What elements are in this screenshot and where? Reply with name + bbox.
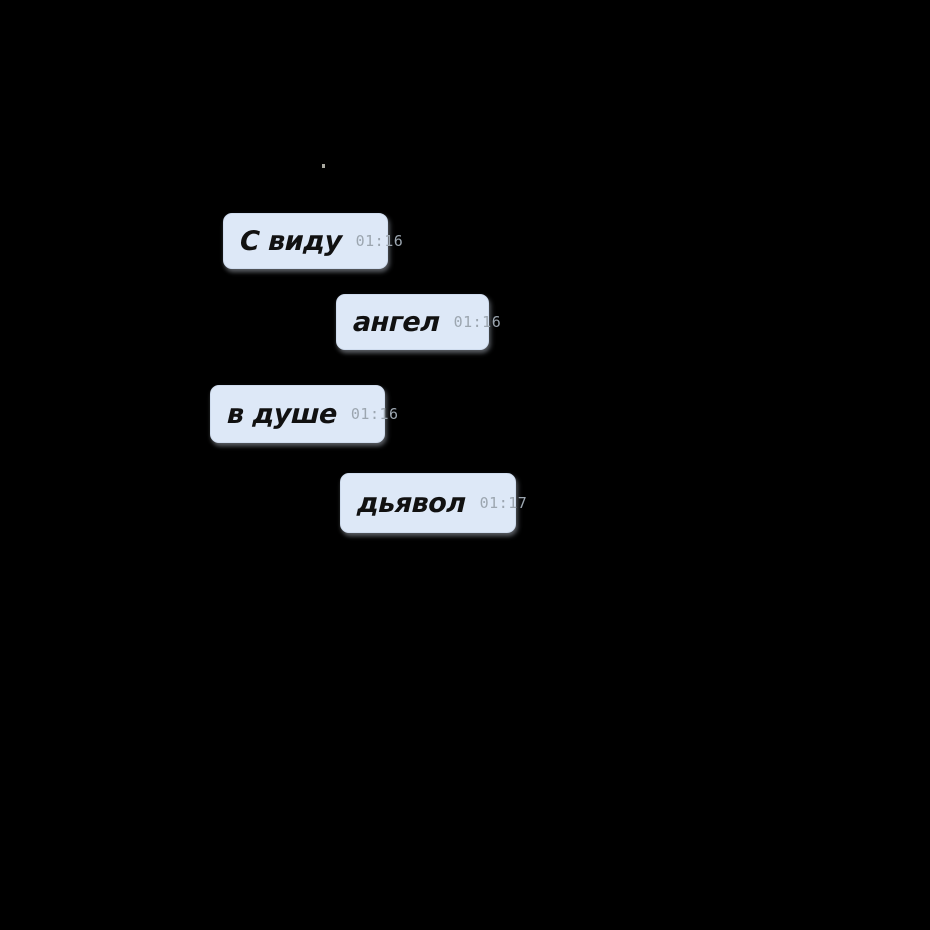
caption-text: в душе: [226, 398, 338, 430]
caption-timestamp: 01:16: [453, 312, 502, 331]
caption-bubble[interactable]: ангел 01:16: [336, 294, 501, 350]
caption-timestamp: 01:17: [479, 493, 528, 512]
caption-bubble[interactable]: дьявол 01:17: [340, 473, 527, 533]
caption-bubble[interactable]: в душе 01:16: [210, 385, 398, 443]
caption-text: дьявол: [356, 487, 467, 519]
caption-timestamp: 01:16: [355, 231, 404, 250]
caption-bubble[interactable]: С виду 01:16: [223, 213, 403, 269]
artifact-dot-icon: [322, 164, 325, 168]
caption-timestamp: 01:16: [350, 404, 399, 423]
caption-text: ангел: [352, 306, 441, 338]
caption-text: С виду: [239, 225, 343, 257]
